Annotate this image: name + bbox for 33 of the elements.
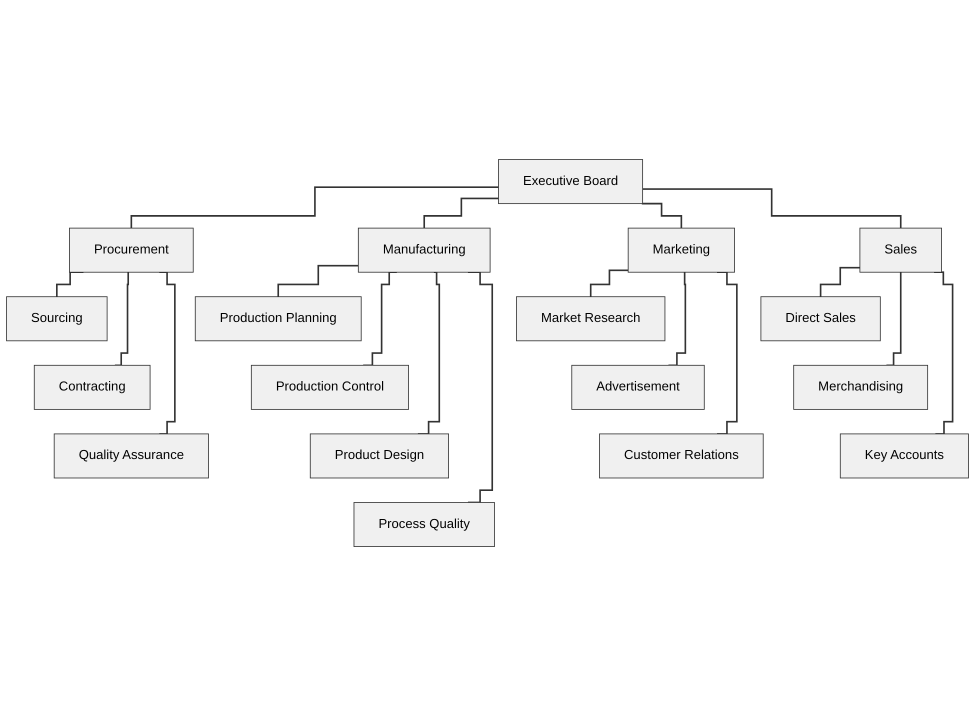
- node-box: Merchandising: [793, 365, 928, 410]
- connector: [418, 272, 440, 436]
- node-box: Quality Assurance: [54, 434, 209, 479]
- node-box: Marketing: [628, 228, 735, 274]
- connector: [468, 272, 494, 504]
- connector: [423, 198, 498, 230]
- connector: [590, 270, 628, 298]
- node-box: Production Control: [250, 365, 409, 410]
- node-box: Sales: [859, 228, 942, 274]
- node-box: Executive Board: [498, 160, 644, 204]
- node-box: Manufacturing: [358, 228, 491, 274]
- node-box: Advertisement: [571, 365, 705, 410]
- node-box: Production Planning: [194, 296, 362, 342]
- node-box: Sourcing: [6, 296, 108, 342]
- connector: [934, 272, 954, 436]
- connector: [642, 188, 902, 230]
- node-box: Process Quality: [354, 502, 495, 548]
- node-box: Market Research: [516, 296, 666, 342]
- connector: [130, 186, 498, 230]
- connector: [717, 272, 738, 436]
- connector: [114, 272, 130, 367]
- connector: [642, 203, 682, 230]
- node-box: Key Accounts: [840, 434, 969, 479]
- node-box: Contracting: [34, 365, 150, 410]
- connector: [668, 272, 686, 367]
- node-box: Direct Sales: [760, 296, 881, 342]
- node-box: Customer Relations: [599, 434, 764, 479]
- node-box: Product Design: [310, 434, 449, 479]
- connector: [886, 272, 902, 367]
- connector: [277, 265, 358, 298]
- node-box: Procurement: [69, 228, 194, 274]
- connector: [159, 272, 176, 436]
- connector: [820, 267, 860, 298]
